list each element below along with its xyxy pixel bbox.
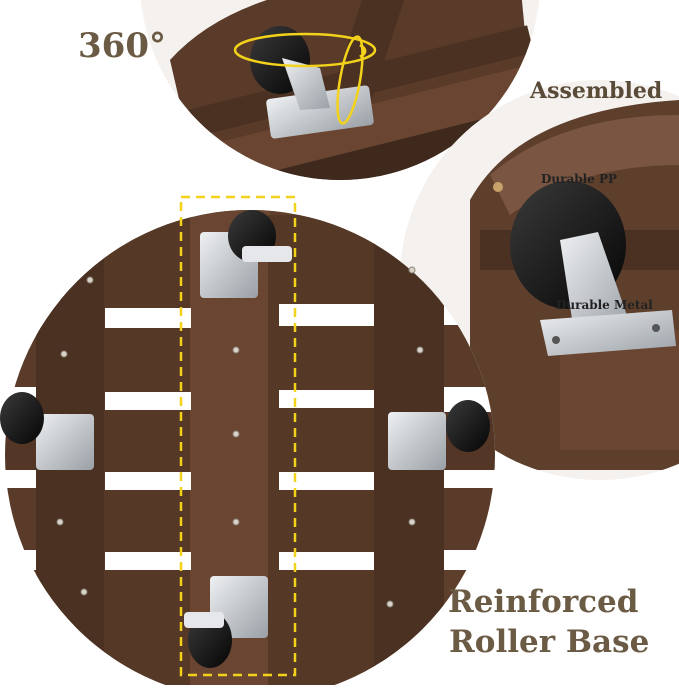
caster-top-icon	[200, 210, 292, 298]
durable-pp-label: Durable PP	[541, 172, 618, 186]
caster-wheel-icon	[233, 26, 377, 139]
reinforced-board-highlight	[179, 195, 297, 677]
title-line-2: Roller Base	[449, 624, 650, 660]
durable-metal-label: Durable Metal	[556, 298, 653, 312]
rotation-label: 360°	[78, 26, 166, 66]
caster-left-icon	[0, 392, 94, 470]
caster-right-icon	[388, 400, 490, 470]
roller-base	[0, 195, 495, 689]
caster-detail-icon	[510, 181, 676, 356]
title-line-1: Reinforced	[448, 584, 639, 620]
product-title: Reinforced Roller Base	[448, 582, 649, 662]
caster-bottom-icon	[184, 576, 268, 668]
assembled-label: Assembled	[530, 78, 663, 104]
